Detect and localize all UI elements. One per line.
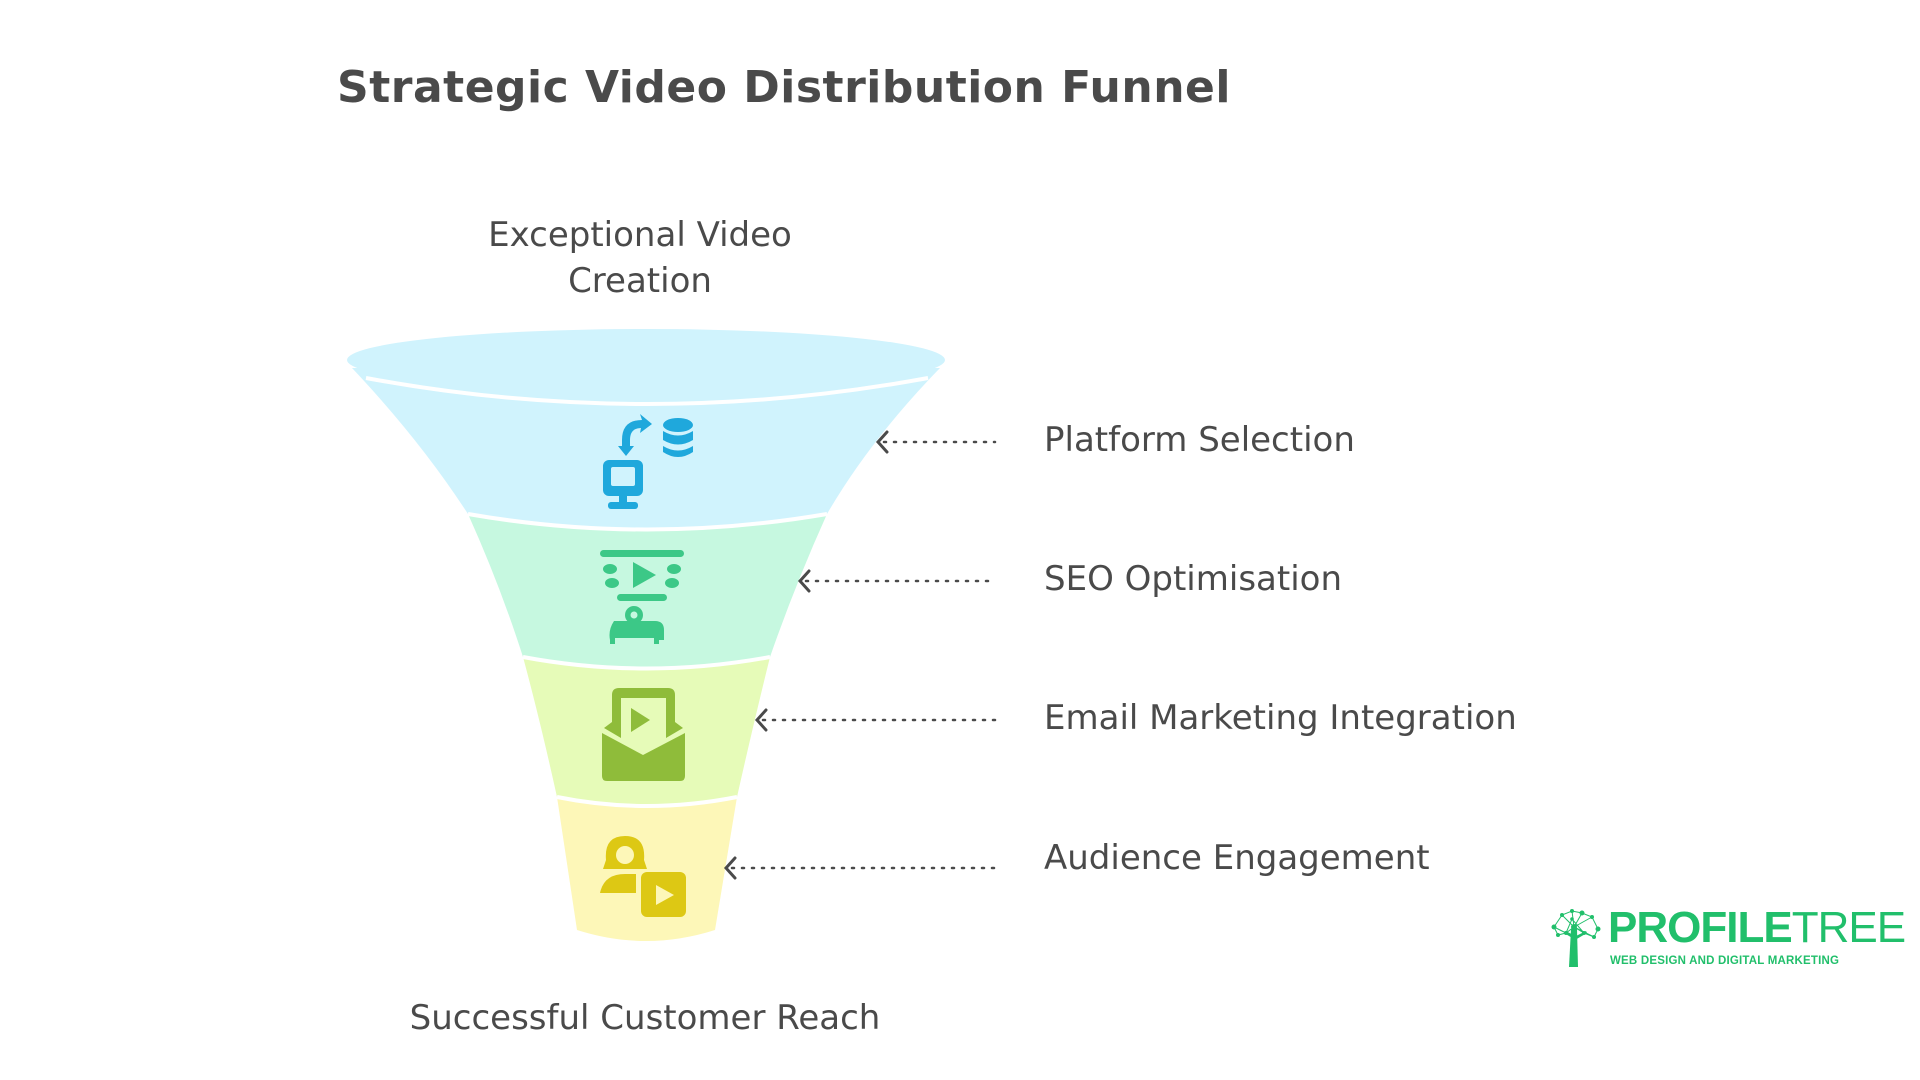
network-tree-icon bbox=[1551, 909, 1601, 967]
stage-4-arrow bbox=[723, 856, 997, 880]
funnel-output-label: Successful Customer Reach bbox=[409, 998, 881, 1038]
diagram-title: Strategic Video Distribution Funnel bbox=[337, 62, 1231, 113]
stage-3-arrow bbox=[754, 708, 997, 732]
stage-2-arrow bbox=[797, 569, 997, 593]
funnel-top-rim bbox=[347, 329, 945, 391]
logo-wordmark: PROFILETREE bbox=[1608, 903, 1906, 952]
stage-1-arrow bbox=[875, 430, 997, 454]
funnel-input-label-line-2: Creation bbox=[568, 261, 712, 301]
stage-1-label: Platform Selection bbox=[1044, 420, 1355, 460]
person-video-play-icon bbox=[600, 836, 686, 917]
stage-3-label: Email Marketing Integration bbox=[1044, 698, 1517, 738]
profiletree-logo: PROFILETREE WEB DESIGN AND DIGITAL MARKE… bbox=[1548, 905, 1906, 975]
funnel-stage-3-shape bbox=[523, 657, 770, 806]
video-projector-icon bbox=[600, 550, 684, 644]
funnel-stage-1-shape bbox=[352, 368, 940, 530]
logo-tagline: WEB DESIGN AND DIGITAL MARKETING bbox=[1610, 955, 1840, 967]
funnel-input-label: Exceptional Video Creation bbox=[440, 212, 840, 304]
funnel-input-label-line-1: Exceptional Video bbox=[488, 215, 792, 255]
video-email-envelope-icon bbox=[602, 688, 685, 781]
computer-database-sync-icon bbox=[603, 414, 693, 509]
funnel-stage-2-shape bbox=[468, 514, 827, 669]
stage-4-label: Audience Engagement bbox=[1044, 838, 1430, 878]
stage-2-label: SEO Optimisation bbox=[1044, 559, 1342, 599]
